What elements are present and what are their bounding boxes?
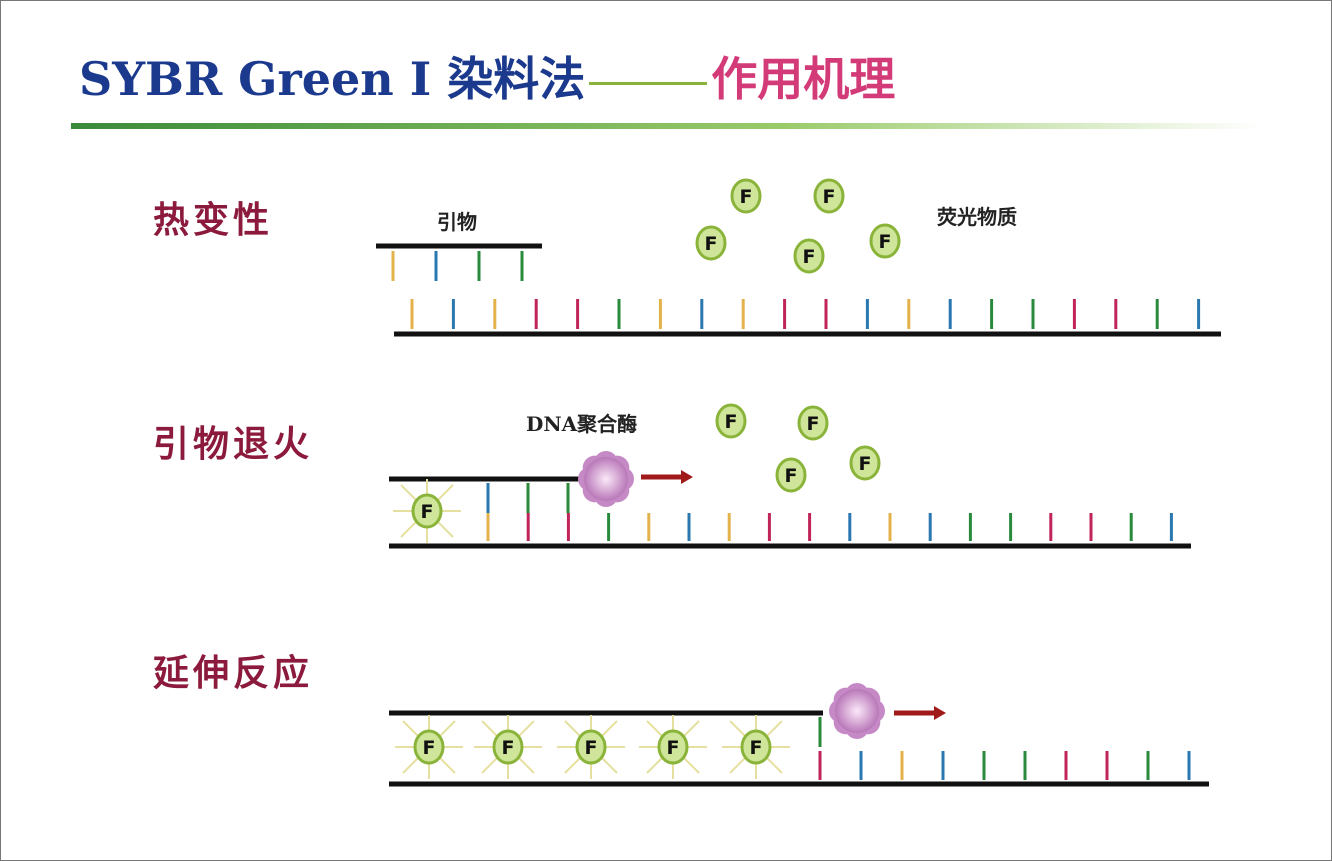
- dye-letter: F: [667, 737, 680, 759]
- free-dye: F: [793, 238, 825, 274]
- polymerase-icon: [829, 683, 885, 739]
- dye-circle-icon: [869, 223, 901, 259]
- dye-circle-icon: [793, 238, 825, 274]
- dye-letter: F: [803, 246, 816, 268]
- free-dye: F: [869, 223, 901, 259]
- dye-circle-icon: [849, 445, 881, 481]
- bound-dye: F: [395, 715, 463, 779]
- free-dye: F: [813, 178, 845, 214]
- dye-circle-icon: [740, 729, 772, 765]
- polymerase-icon: [578, 451, 634, 507]
- arrow-head-icon: [934, 706, 946, 720]
- dye-letter: F: [785, 465, 798, 487]
- arrow-head-icon: [681, 470, 693, 484]
- dye-letter: F: [502, 737, 515, 759]
- dye-letter: F: [585, 737, 598, 759]
- stage-label-denaturation: 热变性: [153, 200, 274, 241]
- bound-dye: F: [474, 715, 542, 779]
- dye-circle-icon: [413, 729, 445, 765]
- free-dye: F: [849, 445, 881, 481]
- title-dash: [589, 81, 708, 85]
- dye-circle-icon: [411, 493, 443, 529]
- title-main: SYBR Green I 染料法: [79, 52, 586, 106]
- title-sub: 作用机理: [711, 52, 896, 106]
- dye-letter: F: [807, 413, 820, 435]
- dye-letter: F: [750, 737, 763, 759]
- dye-letter: F: [859, 453, 872, 475]
- dye-letter: F: [823, 186, 836, 208]
- dye-letter: F: [705, 233, 718, 255]
- bound-dye: F: [393, 479, 461, 543]
- free-dye: F: [797, 405, 829, 441]
- dye-circle-icon: [657, 729, 689, 765]
- dye-letter: F: [423, 737, 436, 759]
- dye-letter: F: [740, 186, 753, 208]
- stage-label-annealing: 引物退火: [153, 424, 314, 465]
- fluorescent-label: 荧光物质: [937, 205, 1017, 229]
- primer-label: 引物: [437, 210, 477, 234]
- dye-circle-icon: [813, 178, 845, 214]
- dye-circle-icon: [775, 457, 807, 493]
- dye-letter: F: [421, 501, 434, 523]
- dye-letter: F: [879, 231, 892, 253]
- free-dye: F: [775, 457, 807, 493]
- stage-label-extension: 延伸反应: [153, 653, 314, 694]
- free-dye: F: [695, 225, 727, 261]
- bound-dye: F: [639, 715, 707, 779]
- dye-circle-icon: [695, 225, 727, 261]
- slide-title: SYBR Green I 染料法 作用机理: [79, 43, 895, 109]
- bound-dye: F: [557, 715, 625, 779]
- free-dye: F: [730, 178, 762, 214]
- dye-circle-icon: [797, 405, 829, 441]
- dye-circle-icon: [730, 178, 762, 214]
- bound-dye: F: [722, 715, 790, 779]
- core: [584, 457, 628, 501]
- title-underline: [71, 123, 1261, 129]
- dye-letter: F: [725, 411, 738, 433]
- dye-circle-icon: [715, 403, 747, 439]
- core: [835, 689, 879, 733]
- dye-circle-icon: [575, 729, 607, 765]
- free-dye: F: [715, 403, 747, 439]
- polymerase-label: DNA聚合酶: [526, 412, 638, 436]
- dye-circle-icon: [492, 729, 524, 765]
